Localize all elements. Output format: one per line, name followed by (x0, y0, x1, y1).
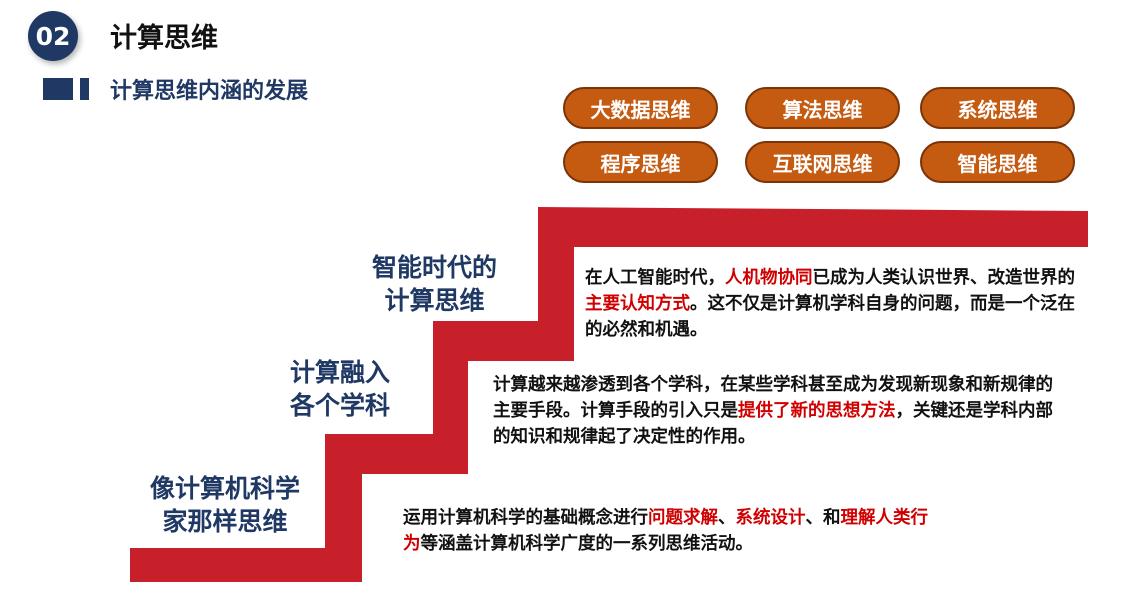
pill-system: 系统思维 (920, 87, 1075, 129)
section-subtitle: 计算思维内涵的发展 (110, 79, 309, 104)
desc-cs-thinking: 运用计算机科学的基础概念进行问题求解、系统设计、和理解人类行为等涵盖计算机科学广… (403, 505, 943, 557)
text: 、 (718, 508, 736, 528)
text: 在人工智能时代， (585, 268, 725, 288)
pill-big-data: 大数据思维 (563, 87, 718, 129)
subtitle-square-icon (43, 78, 73, 100)
stage-ai-era: 智能时代的计算思维 (372, 251, 497, 317)
stage-line: 各个学科 (290, 391, 391, 420)
stage-line: 计算思维 (384, 286, 485, 315)
text: 、和 (805, 508, 841, 528)
stage-line: 像计算机科学 (150, 474, 301, 503)
highlight-text: 问题求解 (648, 508, 718, 528)
subtitle-bar-icon (80, 78, 89, 100)
pill-intelligence: 智能思维 (920, 141, 1075, 183)
text: 运用计算机科学的基础概念进行 (403, 508, 648, 528)
stage-line: 智能时代的 (372, 253, 498, 282)
pill-internet: 互联网思维 (745, 141, 900, 183)
pill-program: 程序思维 (563, 141, 718, 183)
text: 。这不仅是计算机学科自身的问题，而是一个泛在的必然和机遇。 (585, 294, 1075, 340)
highlight-text: 理解人类行为 (403, 508, 928, 554)
highlight-text: 系统设计 (735, 508, 806, 528)
highlight-text: 主要认知方式 (585, 294, 690, 314)
highlight-text: 人机物协同 (725, 268, 813, 288)
text: 计算越来越渗透到各个学科，在某些学科甚至成为发现新现象和新规律的主要手段。计算手… (493, 375, 1053, 421)
page-title: 计算思维 (110, 23, 218, 54)
pill-algorithm: 算法思维 (745, 87, 900, 129)
text: 等涵盖计算机科学广度的一系列思维活动。 (420, 534, 754, 554)
section-number-badge: 02 (28, 11, 78, 61)
desc-ai-era: 在人工智能时代，人机物协同已成为人类认识世界、改造世界的主要认知方式。这不仅是计… (585, 265, 1085, 343)
text: ，关键还是学科内部的知识和规律起了决定性的作用。 (493, 401, 1053, 447)
stage-line: 计算融入 (290, 358, 391, 387)
staircase-shape (130, 207, 1088, 582)
desc-disciplines: 计算越来越渗透到各个学科，在某些学科甚至成为发现新现象和新规律的主要手段。计算手… (493, 372, 1053, 450)
stage-line: 家那样思维 (162, 507, 288, 536)
highlight-text: 提供了新的思想方法 (738, 401, 896, 421)
stage-disciplines: 计算融入各个学科 (290, 356, 390, 422)
stage-cs-thinking: 像计算机科学家那样思维 (150, 472, 300, 538)
text: 已成为人类认识世界、改造世界的 (812, 268, 1076, 288)
